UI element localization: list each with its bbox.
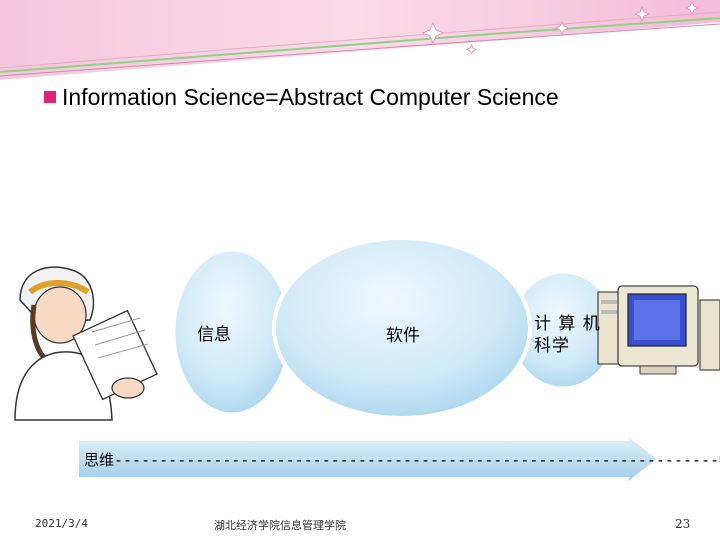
- slide-heading: Information Science=Abstract Computer Sc…: [62, 84, 559, 111]
- footer-date: 2021/3/4: [35, 517, 88, 530]
- page-number: 23: [675, 517, 690, 531]
- bullet-square: [44, 91, 56, 103]
- computer-monitor-icon: [598, 286, 720, 374]
- top-banner: [0, 0, 720, 90]
- bubble-label-computer-science: 计 算 机 科学: [534, 313, 602, 357]
- arrow-label: 思维--------------------------------------…: [84, 449, 720, 470]
- engineer-icon: [15, 267, 157, 420]
- footer-organization: 湖北经济学院信息管理学院: [214, 517, 346, 533]
- bubble-label-software: 软件: [386, 321, 420, 346]
- bubble-label-info: 信息: [197, 320, 231, 345]
